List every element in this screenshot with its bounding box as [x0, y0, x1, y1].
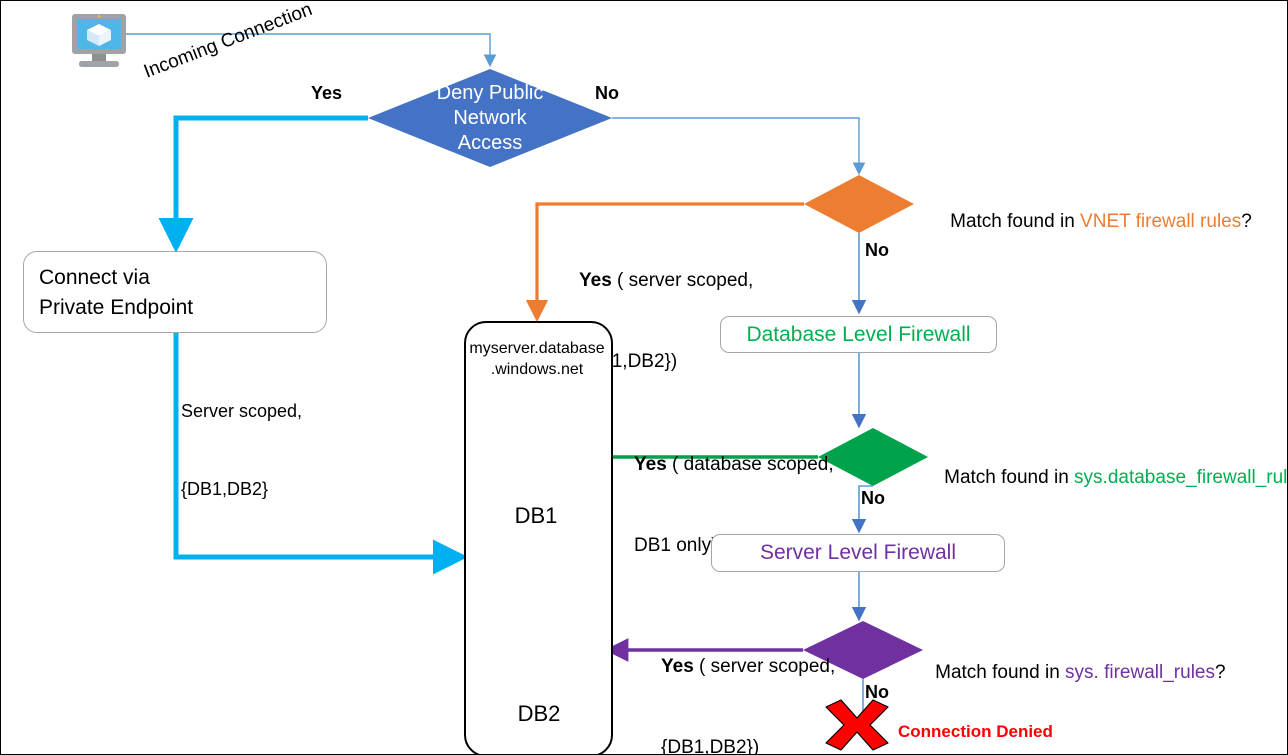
sys-database-firewall-rules-diamond [818, 428, 928, 486]
vnet-question-prefix: Match found in [950, 211, 1081, 232]
server-question: Match found in sys. firewall_rules? [914, 640, 1226, 706]
srv-yes-rest2: {DB1,DB2}) [661, 737, 760, 755]
edge-deny-yes-to-private-endpoint [158, 115, 368, 253]
server-question-prefix: Match found in [935, 662, 1066, 683]
db-yes-rest1: ( database scoped, [666, 454, 834, 475]
pe-scope-line2: {DB1,DB2} [181, 479, 269, 499]
edge-db-no-to-server-firewall [851, 485, 873, 534]
private-endpoint-text: Connect via Private Endpoint [39, 263, 193, 323]
edge-private-endpoint-to-server [173, 332, 468, 575]
red-x-icon [825, 699, 889, 751]
srv-yes-rest1: ( server scoped, [693, 656, 836, 677]
edge-label-db-no: No [861, 488, 885, 508]
sys-firewall-rules-diamond [803, 621, 923, 679]
database-question-highlight: sys.database_firewall_rules [1074, 467, 1288, 488]
vnet-yes-bold: Yes [579, 270, 612, 291]
pe-scope-line1: Server scoped, [181, 401, 303, 421]
vnet-firewall-rules-diamond [804, 175, 914, 233]
server-container-box[interactable] [464, 321, 613, 754]
private-endpoint-line2: Private Endpoint [39, 296, 194, 319]
edge-label-server-yes: Yes ( server scoped, {DB1,DB2}) [661, 599, 836, 755]
connect-via-private-endpoint-box[interactable] [23, 251, 327, 333]
vnet-question: Match found in VNET firewall rules? [929, 189, 1252, 255]
db1-label: DB1 [514, 503, 558, 528]
vnet-yes-rest1: ( server scoped, [611, 270, 754, 291]
database-question: Match found in sys.database_firewall_rul… [923, 445, 1288, 511]
server-fqdn-line1: myserver.database [469, 340, 605, 357]
edge-label-db-yes: Yes ( database scoped, DB1 only) [634, 397, 834, 613]
edge-incoming-connection [126, 33, 497, 68]
deny-label-line2: Network [453, 107, 527, 129]
srv-yes-bold: Yes [661, 656, 694, 677]
database-level-firewall-box[interactable]: Database Level Firewall [720, 316, 997, 353]
db2-label: DB2 [517, 701, 561, 726]
vnet-question-highlight: VNET firewall rules [1080, 211, 1242, 232]
server-fqdn-label: myserver.database .windows.net [457, 338, 617, 380]
server-question-suffix: ? [1214, 662, 1226, 683]
deny-public-network-access-label: Deny Public Network Access [400, 81, 580, 156]
db-yes-rest2: DB1 only) [634, 535, 718, 556]
db-yes-bold: Yes [634, 454, 667, 475]
deny-label-line3: Access [457, 132, 523, 154]
server-question-highlight: sys. firewall_rules [1065, 662, 1215, 683]
edge-label-deny-yes: Yes [311, 83, 343, 103]
server-fqdn-line2: .windows.net [490, 361, 584, 378]
edge-vnet-yes-to-server [525, 202, 804, 323]
deny-public-network-access-diamond [368, 69, 612, 167]
edge-label-deny-no: No [595, 83, 619, 103]
server-level-firewall-box[interactable]: Server Level Firewall [711, 534, 1005, 572]
edge-label-vnet-no: No [865, 240, 889, 260]
edge-label-server-no: No [865, 682, 889, 702]
monitor-cube-icon [72, 14, 126, 67]
database-question-prefix: Match found in [944, 467, 1075, 488]
deny-label-line1: Deny Public [436, 82, 544, 104]
connection-denied-label: Connection Denied [898, 722, 1053, 741]
private-endpoint-line1: Connect via [39, 266, 150, 289]
edge-deny-no-to-vnet [612, 117, 866, 176]
private-endpoint-scope-label: Server scoped, {DB1,DB2} [181, 346, 302, 554]
vnet-question-suffix: ? [1241, 211, 1252, 232]
